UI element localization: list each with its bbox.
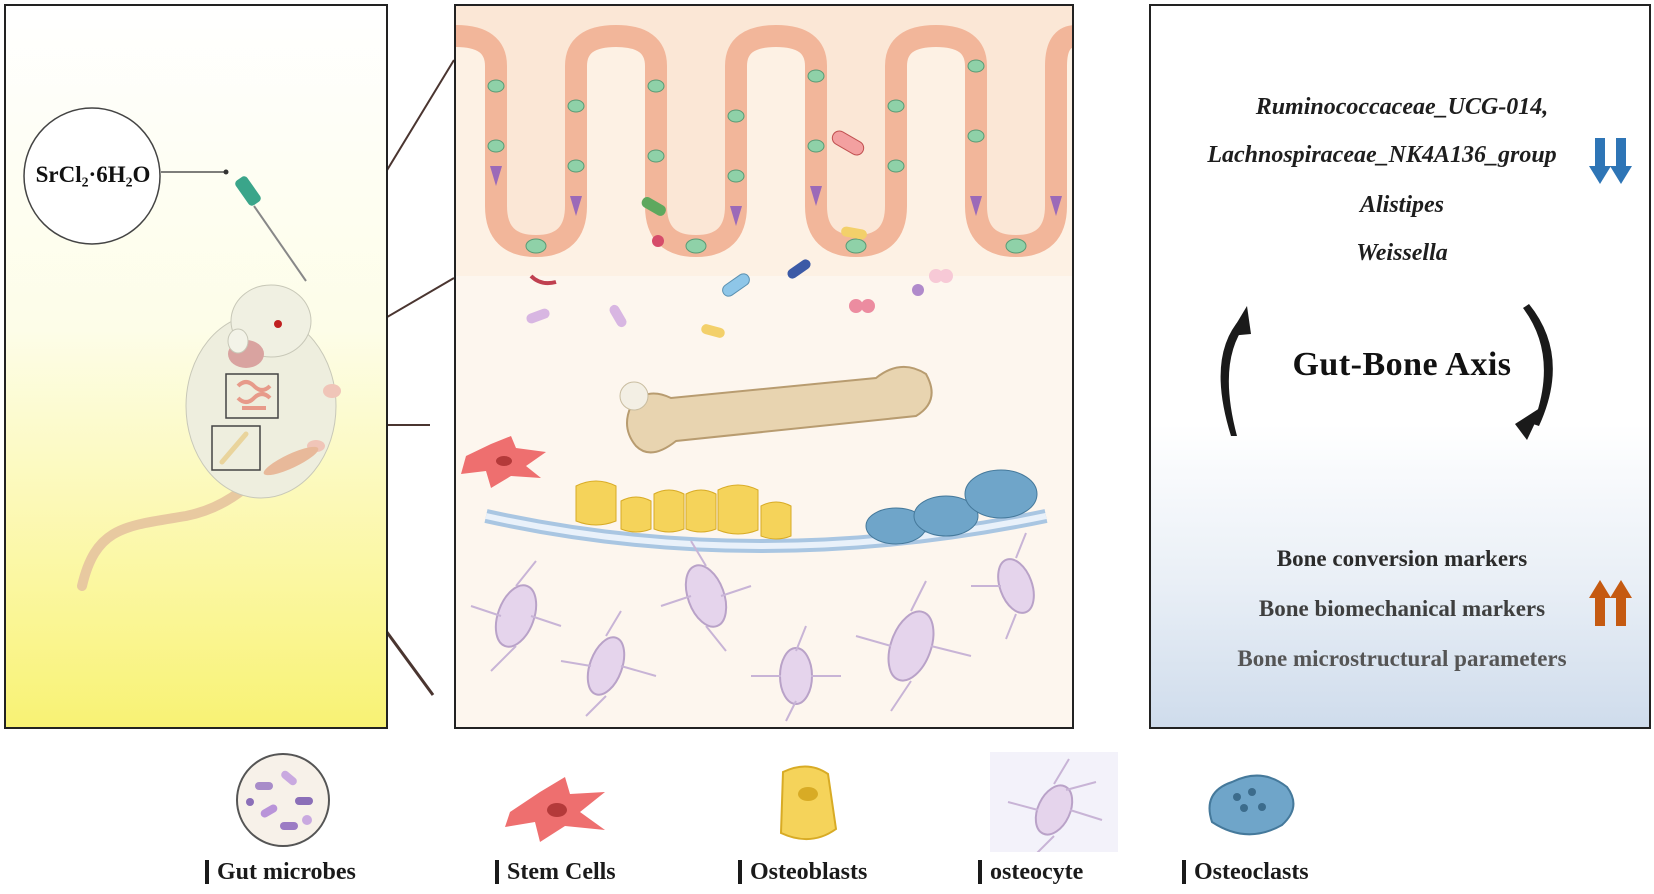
genus-label-3: Alistipes	[1359, 192, 1444, 218]
legend-label-stem-cells: Stem Cells	[495, 860, 616, 884]
legend-label-osteocyte: osteocyte	[978, 860, 1083, 884]
mouse-panel: SrCl₂·6H₂O	[4, 4, 388, 729]
genus-label-2: Lachnospiraceae_NK4A136_group	[1207, 142, 1557, 168]
legend-item-osteoblasts: Osteoblasts	[738, 752, 918, 892]
compound-circle	[23, 107, 161, 245]
tissue-illustration	[456, 6, 1072, 722]
legend-item-gut-microbes: Gut microbes	[205, 752, 425, 892]
legend-label-osteoclasts: Osteoclasts	[1182, 860, 1309, 884]
osteoblast-icon	[779, 765, 838, 840]
genus-label-1: Ruminococcaceae_UCG-014,	[1255, 94, 1549, 120]
legend-label-gut-microbes: Gut microbes	[205, 860, 356, 884]
down-arrows-icon	[1589, 138, 1632, 184]
mouse-illustration	[23, 107, 341, 591]
marker-label-2: Bone biomechanical markers	[1258, 596, 1546, 621]
legend-item-osteoclasts: Osteoclasts	[1182, 752, 1362, 892]
osteoclast-icon	[1208, 774, 1295, 836]
up-arrows-icon	[1589, 580, 1632, 626]
osteoclast-cluster	[865, 469, 1038, 545]
gut-microbes-icon	[236, 753, 330, 847]
bacteria-group	[526, 130, 953, 338]
syringe-icon	[235, 176, 307, 282]
legend-item-stem-cells: Stem Cells	[495, 752, 675, 892]
epithelium	[456, 24, 1072, 258]
compound-label: SrCl₂·6H₂O	[35, 162, 151, 187]
legend-label-osteoblasts: Osteoblasts	[738, 860, 867, 884]
osteoblast-cluster	[575, 480, 792, 540]
osteocyte-cluster	[494, 558, 1035, 705]
arrows-layer	[1220, 138, 1632, 626]
cycle-arrows-icon	[1220, 304, 1553, 440]
legend-item-osteocyte: osteocyte	[978, 752, 1138, 892]
intestinal-villi	[456, 36, 1072, 276]
gut-bone-panel	[454, 4, 1074, 729]
bone-box	[211, 425, 261, 471]
osteocyte-icon	[990, 752, 1118, 852]
femur-bone	[619, 366, 933, 454]
gut-box	[225, 373, 279, 419]
marker-label-3: Bone microstructural parameters	[1237, 646, 1567, 671]
marker-label-1: Bone conversion markers	[1276, 546, 1528, 571]
stem-cell-icon	[505, 777, 605, 842]
genus-label-4: Weissella	[1356, 240, 1448, 266]
results-panel: Ruminococcaceae_UCG-014, Lachnospiraceae…	[1149, 4, 1651, 729]
axis-title: Gut-Bone Axis	[1292, 346, 1512, 383]
